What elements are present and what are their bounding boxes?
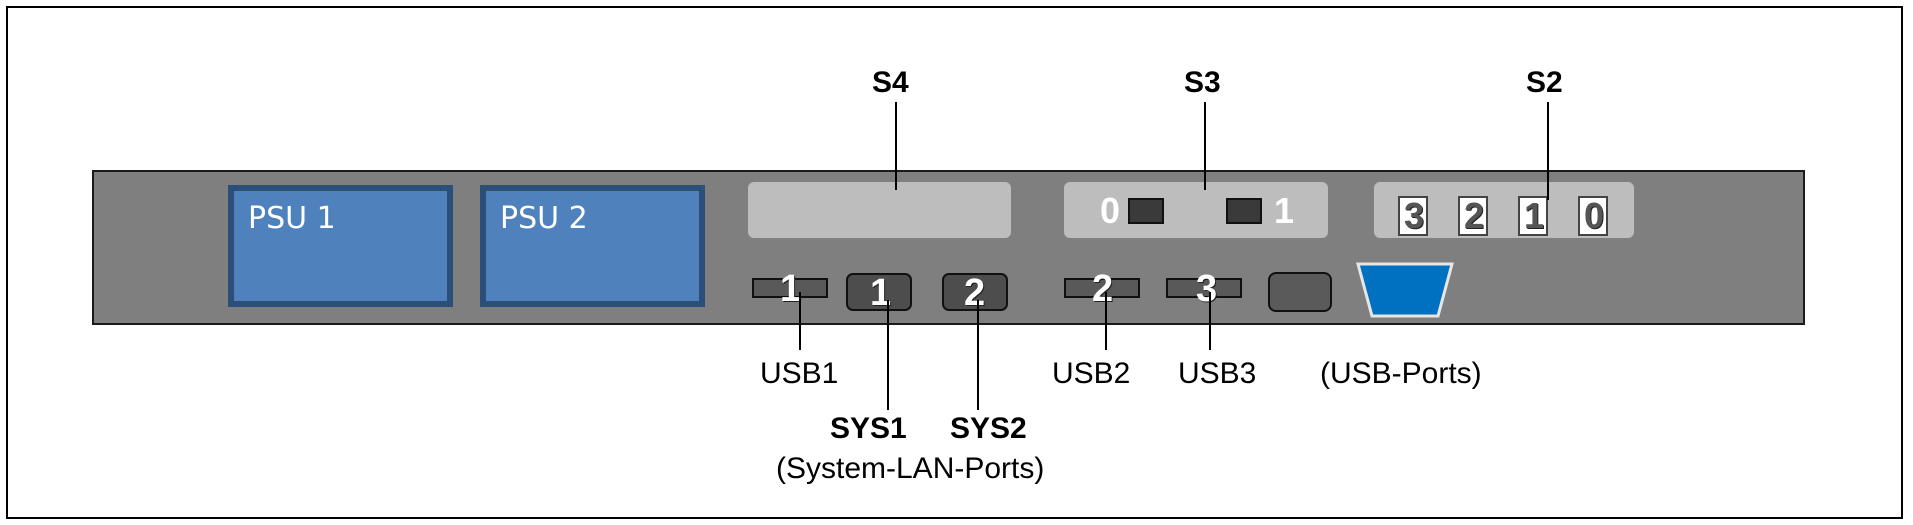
sys2-port-number: 2 [964,272,986,314]
blank-port [1268,272,1332,312]
s3-digit-0: 0 [1100,190,1121,231]
psu-2-label: PSU 2 [500,201,588,236]
s3-display [1064,182,1328,238]
s2-segment-0: 0 [1578,196,1608,236]
usb2-label: USB2 [1052,357,1131,390]
s4-label: S4 [872,66,909,99]
usb-ports-label: (USB-Ports) [1320,357,1482,390]
usb3-label: USB3 [1178,357,1257,390]
usb1-label: USB1 [760,357,839,390]
usb2-port [1064,278,1140,298]
s2-label: S2 [1526,66,1563,99]
s2-segment-2: 2 [1458,196,1488,236]
usb3-port [1166,278,1242,298]
sys2-label: SYS2 [950,412,1027,445]
psu-1: PSU 1 [228,185,453,307]
s3-led-right [1226,198,1262,224]
s4-slot [748,182,1011,238]
s2-segment-3: 3 [1398,196,1428,236]
usb2-port-number: 2 [1092,268,1114,310]
usb1-port-number: 1 [780,268,802,310]
s2-digit-2: 2 [1464,195,1485,236]
s2-digit-1: 1 [1524,195,1545,236]
s2-digit-3: 3 [1404,195,1425,236]
usb1-port [752,278,828,298]
s3-digit-1: 1 [1274,190,1295,231]
s3-led-left [1128,198,1164,224]
s3-label: S3 [1184,66,1221,99]
s2-digit-0: 0 [1584,195,1605,236]
sys1-port-number: 1 [870,272,892,314]
sys1-label: SYS1 [830,412,907,445]
psu-1-label: PSU 1 [248,201,336,236]
psu-2: PSU 2 [480,185,705,307]
sys2-lan-port [942,273,1008,311]
system-lan-ports-label: (System-LAN-Ports) [776,452,1045,485]
sys1-lan-port [846,273,912,311]
s2-segment-1: 1 [1518,196,1548,236]
usb3-port-number: 3 [1196,268,1218,310]
